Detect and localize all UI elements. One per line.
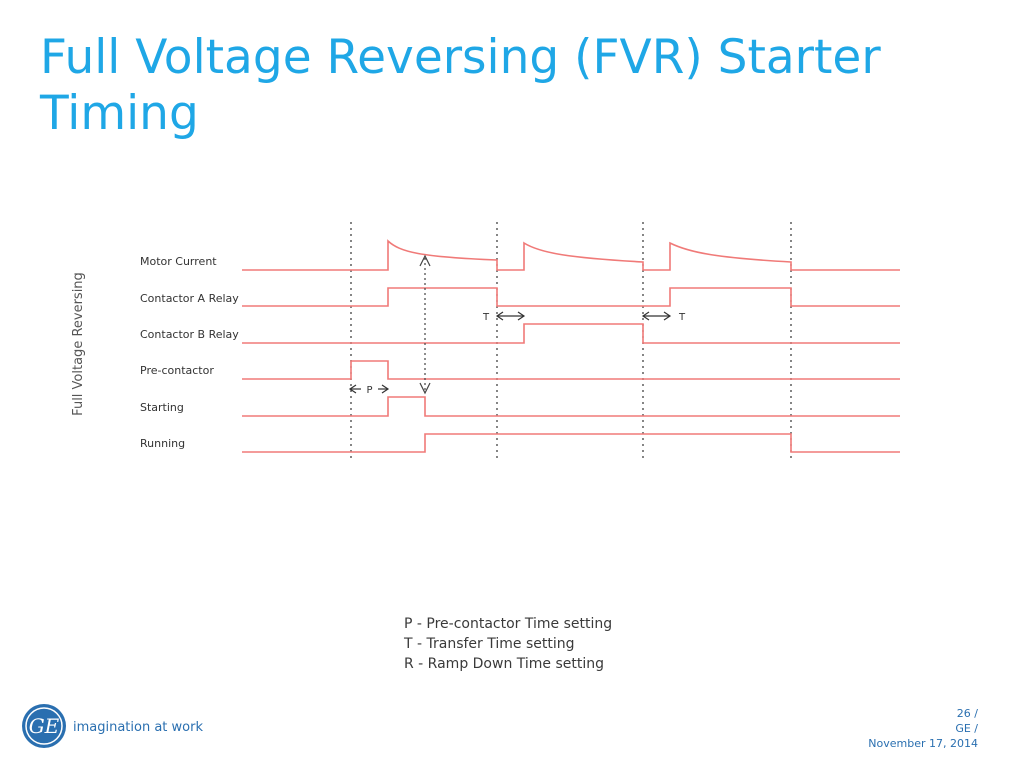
- t-left-arrow-head-left: [495, 311, 504, 321]
- t-interval-label-right: T: [678, 312, 686, 323]
- ramp-arrow-head-up: [419, 254, 431, 267]
- p-interval-label: P: [366, 385, 372, 396]
- waveform-contactor-a-relay: [242, 287, 900, 307]
- event-markers: [350, 222, 792, 462]
- waveform-contactor-b-relay: [242, 323, 900, 344]
- t-right-arrow-head-right: [663, 311, 672, 321]
- pre-contactor-interval: [348, 384, 390, 394]
- t-left-arrow-head-right: [517, 311, 526, 321]
- vertical-axis-label: Full Voltage Reversing: [71, 272, 86, 416]
- slide-title: Full Voltage Reversing (FVR) Starter Tim…: [40, 30, 980, 142]
- slide-title-line-2: Timing: [40, 86, 199, 141]
- footer-company: GE /: [955, 722, 978, 735]
- signal-label-contactor-b-relay: Contactor B Relay: [140, 328, 239, 341]
- footer-meta: 26 / GE / November 17, 2014: [868, 706, 978, 751]
- waveform-pre-contactor: [242, 360, 900, 380]
- waveform-running: [242, 433, 900, 453]
- ge-logo-text: GE: [29, 714, 60, 738]
- footer-date: November 17, 2014: [868, 737, 978, 750]
- legend-item-p: P - Pre-contactor Time setting: [404, 616, 613, 632]
- legend-item-t: T - Transfer Time setting: [404, 636, 575, 652]
- transfer-interval-left: [495, 311, 526, 321]
- p-arrow-right: [381, 384, 390, 394]
- legend: P - Pre-contactor Time setting T - Trans…: [404, 614, 612, 674]
- signal-label-contactor-a-relay: Contactor A Relay: [140, 292, 239, 305]
- t-interval-label-left: T: [482, 312, 490, 323]
- signal-label-starting: Starting: [140, 401, 184, 414]
- page-number: 26 /: [956, 707, 978, 720]
- ramp-arrow-head-down: [419, 382, 431, 395]
- slide-title-line-1: Full Voltage Reversing (FVR) Starter: [40, 30, 881, 85]
- signal-label-motor-current: Motor Current: [140, 255, 217, 268]
- footer-tagline: imagination at work: [73, 720, 203, 735]
- legend-item-r: R - Ramp Down Time setting: [404, 656, 605, 672]
- timing-diagram: Full Voltage Reversing Motor Current Con…: [71, 222, 900, 462]
- t-right-arrow-head-left: [641, 311, 650, 321]
- ramp-arrow: [419, 254, 431, 395]
- waveform-starting: [242, 396, 900, 417]
- transfer-interval-right: [641, 311, 672, 321]
- ge-logo-icon: GE: [22, 704, 66, 748]
- signal-label-pre-contactor: Pre-contactor: [140, 364, 214, 377]
- signal-label-running: Running: [140, 437, 185, 450]
- waveform-motor-current: [242, 239, 900, 271]
